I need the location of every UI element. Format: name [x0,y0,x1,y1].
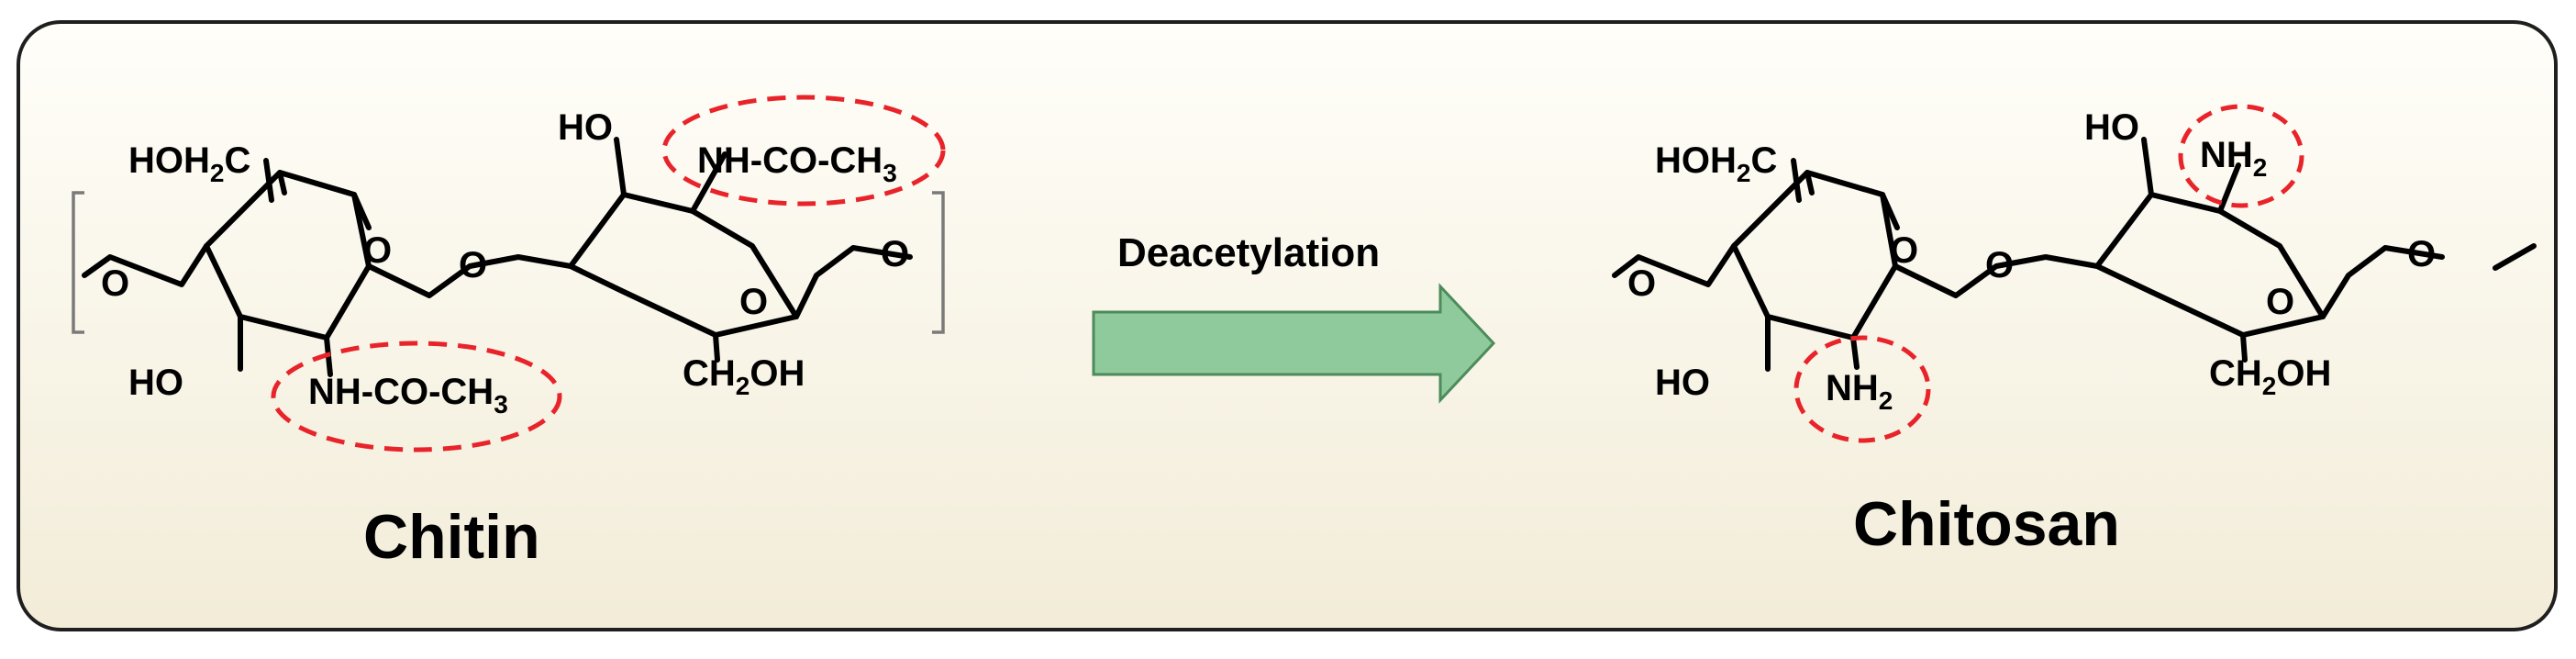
chitosan-structure: HOH2C O O HO O HO O O NH2 NH2 CH2OH Chit… [1612,104,2537,559]
chitosan-bridge-oxygen: O [1985,245,2014,285]
chitin-bridge-oxygen: O [459,245,487,285]
chitosan-amine-top-label: NH2 [2200,135,2267,182]
chitin-ring-oxygen-1: O [363,230,392,271]
chitin-acetamido-bottom-label: NH-CO-CH3 [308,372,508,419]
chitin-glycosidic-link [366,254,573,298]
chitin-acetamido-top-label: NH-CO-CH3 [697,140,897,187]
chitosan-end-bond [2493,243,2537,271]
chitosan-ring-1-substituent-bonds [1612,158,1802,372]
chitin-hoh2c-label: HOH2C [128,140,250,187]
chitosan-amine-bottom-label: NH2 [1826,368,1893,415]
chitin-end-oxygen-right: O [881,234,909,274]
chitosan-end-oxygen-left: O [1627,263,1656,304]
repeat-bracket-left [72,191,84,334]
chitin-ch2oh-label: CH2OH [683,353,805,400]
chitin-ring-1-front-bonds [277,170,372,230]
chitosan-end-oxygen-right: O [2407,234,2436,274]
chitosan-ch2oh-label: CH2OH [2209,353,2331,400]
chitin-ring-2-substituent-bonds [614,137,913,363]
chitin-ring-1-substituent-bonds [82,158,274,372]
chitosan-hoh2c-label: HOH2C [1655,140,1777,187]
chitosan-ring-1-amine-bond [1850,335,1860,370]
chitosan-name: Chitosan [1853,489,2120,559]
chitosan-ho-top-label: HO [2084,107,2139,148]
repeat-bracket-right [932,191,945,334]
chitin-acetamido-bottom-highlight [271,341,562,452]
chitosan-ho-left-label: HO [1655,363,1710,403]
chitosan-ring-oxygen-2: O [2266,282,2294,322]
chitosan-amine-top-highlight [2178,104,2304,208]
chitin-acetamido-top-highlight [661,95,946,207]
reaction-arrow: Deacetylation [1092,230,1496,404]
chitosan-ring-oxygen-1: O [1890,230,1918,271]
chitosan-ring-2 [2094,192,2326,338]
arrow-label: Deacetylation [1117,230,1380,275]
chitin-end-oxygen-left: O [101,263,129,304]
chitin-ring-oxygen-2: O [739,282,768,322]
arrow-shape [1092,283,1496,404]
chitin-ho-top-label: HO [558,107,613,148]
chitosan-ring-2-substituent-bonds [2141,137,2445,363]
chitin-name: Chitin [363,502,540,572]
chitosan-amine-bottom-highlight [1793,335,1931,443]
chitosan-glycosidic-link [1893,254,2100,298]
chitin-structure: HOH2C O O HO O HO O O NH-CO-CH3 NH-CO-CH… [72,95,946,572]
chitin-ring-2 [568,192,799,338]
chitin-ho-left-label: HO [128,363,183,403]
chitosan-ring-1-front-bonds [1804,170,1900,230]
